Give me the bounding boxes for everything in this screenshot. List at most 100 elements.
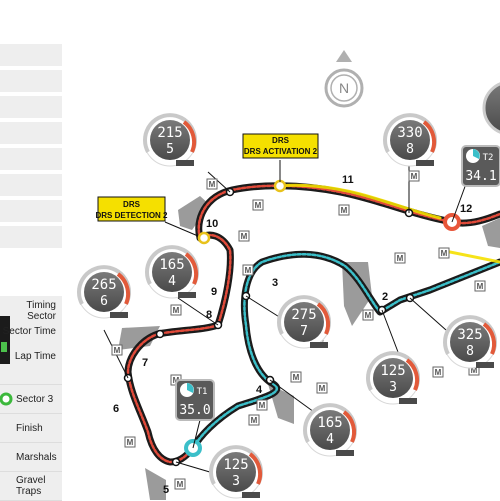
marshal-post-icon: M <box>432 366 444 378</box>
turn-number-2: 2 <box>382 291 388 303</box>
corner-nodes <box>123 187 415 467</box>
gauge-speed: 265 <box>91 277 116 293</box>
marshal-post-icon: M <box>242 264 254 276</box>
svg-text:M: M <box>241 232 248 241</box>
legend-finish: Finish <box>16 423 43 434</box>
svg-text:M: M <box>435 368 442 377</box>
svg-text:DRS: DRS <box>272 136 290 145</box>
timing-value: 35.0 <box>179 403 210 418</box>
svg-text:M: M <box>471 366 478 375</box>
svg-text:M: M <box>255 201 262 210</box>
gauge-speed: 165 <box>159 257 184 273</box>
svg-text:DRS: DRS <box>123 200 141 209</box>
turn-number-8: 8 <box>206 309 212 321</box>
legend-stub <box>0 44 62 67</box>
gauge-speed: 330 <box>397 125 422 141</box>
svg-text:M: M <box>397 254 404 263</box>
drs-activation-point <box>273 179 287 193</box>
svg-text:M: M <box>245 266 252 275</box>
svg-text:M: M <box>341 206 348 215</box>
compass-icon: N <box>324 50 364 108</box>
legend-marshals-row: Marshals <box>0 443 62 472</box>
marshal-post-icon: M <box>124 436 136 448</box>
legend-finish-row: Finish <box>0 414 62 443</box>
legend-panel: Timing Sector Sector Time Lap Time Secto… <box>0 0 62 501</box>
legend-sector3: Sector 3 <box>16 394 54 405</box>
marshal-post-icon: M <box>394 252 406 264</box>
timing-t1: T1 35.0 <box>175 379 215 421</box>
gauge-speed: 215 <box>157 125 182 141</box>
sector3-ring-icon <box>0 392 13 406</box>
turn-number-7: 7 <box>142 357 148 369</box>
marshal-post-icon: M <box>474 280 486 292</box>
timing-sector-label: T2 <box>483 153 494 163</box>
marshal-post-icon: M <box>170 304 182 316</box>
legend-lap-time: Lap Time <box>14 351 56 362</box>
turn-number-4: 4 <box>256 384 263 396</box>
turn-numbers: 2 3 4 5 6 7 8 9 10 11 12 <box>113 174 472 496</box>
drs-detection-label: DRS DRS DETECTION 2 <box>95 196 168 222</box>
legend-stub <box>0 200 62 223</box>
svg-text:M: M <box>127 438 134 447</box>
marshal-post-icon: M <box>252 199 264 211</box>
marshal-post-icon: M <box>248 414 260 426</box>
circuit-map: DRS DRS ACTIVATION 2 DRS DRS DETECTION 2 <box>77 50 500 500</box>
svg-text:M: M <box>259 401 266 410</box>
gauge-speed: 275 <box>291 307 316 323</box>
svg-text:M: M <box>173 306 180 315</box>
legend-stub <box>0 174 62 197</box>
timing-value: 34.1 <box>465 169 496 184</box>
svg-text:M: M <box>411 172 418 181</box>
gauge-gear: 3 <box>389 380 397 395</box>
marshal-post-icon: M <box>256 399 268 411</box>
legend-gravel-traps: Gravel Traps <box>16 475 46 497</box>
legend-gravel-row: Gravel Traps <box>0 472 62 501</box>
svg-text:M: M <box>477 282 484 291</box>
marshal-post-icon: M <box>111 344 123 356</box>
gauge-speed: 325 <box>457 327 482 343</box>
svg-text:M: M <box>441 249 448 258</box>
drs-detection-point <box>197 231 211 245</box>
gauge-gear: 6 <box>100 294 108 309</box>
svg-text:M: M <box>209 180 216 189</box>
legend-stub <box>0 122 62 145</box>
svg-text:M: M <box>251 416 258 425</box>
legend-stub <box>0 226 62 249</box>
gauge-gear: 8 <box>466 344 474 359</box>
turn-number-6: 6 <box>113 403 119 415</box>
timing-t2: T2 34.1 <box>461 145 500 187</box>
marshal-post-icon: M <box>338 204 350 216</box>
svg-text:M: M <box>177 480 184 489</box>
timing-boxes: T1 35.0 T2 34.1 <box>175 145 500 421</box>
svg-text:M: M <box>365 311 372 320</box>
gauge-gear: 7 <box>300 324 308 339</box>
gauge-gear: 5 <box>166 142 174 157</box>
drs-markers <box>164 160 287 245</box>
svg-text:DRS DETECTION 2: DRS DETECTION 2 <box>95 211 168 220</box>
legend-sector-time: Sector Time <box>2 326 56 337</box>
gauge-speed: 125 <box>223 457 248 473</box>
turn-number-12: 12 <box>460 203 472 215</box>
marshal-post-icon: M <box>362 309 374 321</box>
turn-number-9: 9 <box>211 286 217 298</box>
timing-sample-icon <box>0 316 10 364</box>
legend-timing-row: Timing Sector Sector Time Lap Time <box>0 296 62 385</box>
marshal-post-icon: M <box>408 170 420 182</box>
gauge-gear: 4 <box>326 432 334 447</box>
gauge-top-right-partial <box>482 82 500 134</box>
drs-activation-label: DRS DRS ACTIVATION 2 <box>242 133 319 159</box>
svg-text:DRS ACTIVATION 2: DRS ACTIVATION 2 <box>244 147 318 156</box>
gauge-gear: 3 <box>232 474 240 489</box>
turn-number-5: 5 <box>163 484 169 496</box>
timing-sector-label: T1 <box>197 387 208 397</box>
legend-timing-sector: Timing Sector <box>26 300 56 322</box>
